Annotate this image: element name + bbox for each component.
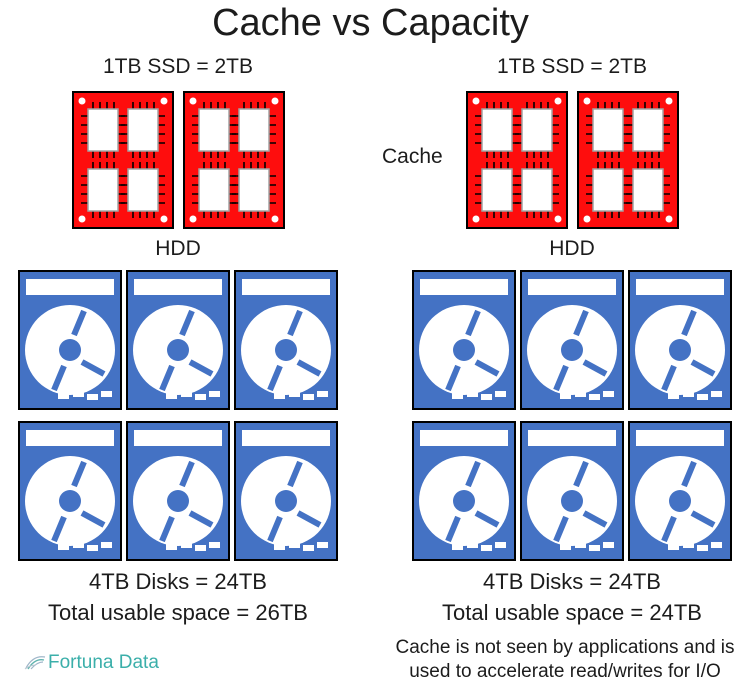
page-title: Cache vs Capacity <box>212 2 529 44</box>
hdd-disk-icon <box>18 270 122 410</box>
hdd-grid-left <box>4 270 352 561</box>
ssd-board-icon <box>576 91 679 229</box>
swirl-logo-icon <box>24 653 46 673</box>
hdd-disk-icon <box>520 421 624 561</box>
ssd-row-right <box>398 91 741 229</box>
ssd-row-left <box>4 91 352 229</box>
disks-capacity-label-left: 4TB Disks = 24TB <box>89 569 267 594</box>
hdd-label-left: HDD <box>155 237 201 260</box>
hdd-grid-right <box>398 270 741 561</box>
hdd-disk-icon <box>126 421 230 561</box>
ssd-board-icon <box>465 91 568 229</box>
fortuna-data-logo: Fortuna Data <box>24 652 159 674</box>
hdd-disk-icon <box>234 270 338 410</box>
cache-note-line1: Cache is not seen by applications and is <box>395 637 735 658</box>
hdd-disk-icon <box>126 270 230 410</box>
total-space-label-right: Total usable space = 24TB <box>442 600 702 625</box>
cache-note: Cache is not seen by applications and is… <box>390 636 740 684</box>
hdd-disk-icon <box>520 270 624 410</box>
left-column: 1TB SSD = 2TB <box>4 0 352 694</box>
right-column: 1TB SSD = 2TB <box>398 0 741 694</box>
disks-capacity-label-right: 4TB Disks = 24TB <box>483 569 661 594</box>
ssd-board-icon <box>71 91 174 229</box>
hdd-disk-icon <box>412 270 516 410</box>
ssd-capacity-label-left: 1TB SSD = 2TB <box>103 55 253 78</box>
ssd-board-icon <box>182 91 285 229</box>
hdd-disk-icon <box>628 270 732 410</box>
hdd-disk-icon <box>412 421 516 561</box>
logo-text: Fortuna Data <box>48 652 159 673</box>
ssd-capacity-label-right: 1TB SSD = 2TB <box>497 55 647 78</box>
cache-label: Cache <box>382 145 443 168</box>
hdd-disk-icon <box>628 421 732 561</box>
hdd-disk-icon <box>18 421 122 561</box>
total-space-label-left: Total usable space = 26TB <box>48 600 308 625</box>
hdd-label-right: HDD <box>549 237 595 260</box>
hdd-disk-icon <box>234 421 338 561</box>
cache-note-line2: used to accelerate read/writes for I/O <box>409 661 721 682</box>
